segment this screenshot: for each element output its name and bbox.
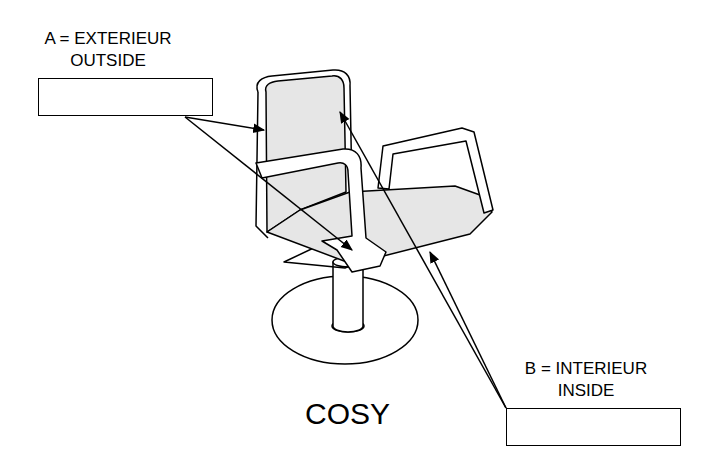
product-name: COSY <box>305 397 390 431</box>
callout-box: B = INTERIEUR INSIDE <box>506 358 681 446</box>
callout-box: A = EXTERIEUR OUTSIDE <box>38 28 213 116</box>
leader-line <box>430 252 506 408</box>
callout-label: B = INTERIEUR INSIDE <box>516 358 656 402</box>
leader-line <box>185 117 352 250</box>
right-armrest <box>378 128 493 213</box>
leader-line <box>340 112 506 408</box>
blank-field <box>38 78 213 116</box>
chair-column <box>333 262 363 332</box>
leader-line <box>185 117 264 130</box>
blank-field <box>506 408 681 446</box>
callout-label: A = EXTERIEUR OUTSIDE <box>38 28 178 72</box>
left-armrest <box>256 149 386 272</box>
